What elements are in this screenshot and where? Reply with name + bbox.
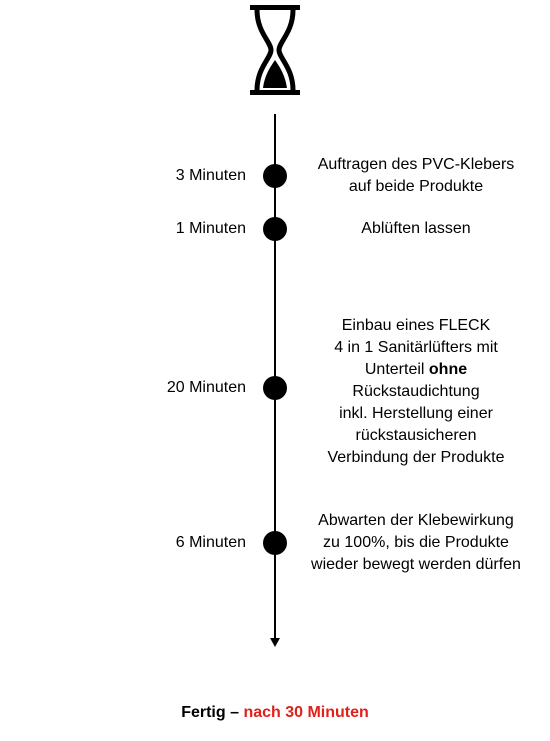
step-description-line: Verbindung der Produkte [327, 449, 505, 466]
step-description: Auftragen des PVC-Klebers auf beide Prod… [295, 154, 537, 198]
step-description: Abwarten der Klebewirkung zu 100%, bis d… [295, 510, 537, 576]
step-description-line: Auftragen des PVC-Klebers [317, 156, 515, 173]
footer-total-time: nach 30 Minuten [243, 704, 369, 721]
step-description-line: inkl. Herstellung einer [339, 405, 493, 422]
step-duration: 6 Minuten [175, 534, 246, 551]
step-description-line: Abwarten der Klebewirkung [318, 512, 514, 529]
step-description-line: wieder bewegt werden dürfen [311, 556, 521, 573]
step-description-line: rückstausicheren [355, 427, 477, 444]
step-marker-dot [263, 531, 287, 555]
step-description-line: Unterteil ohne [295, 359, 537, 381]
step-description-line: Einbau eines FLECK [341, 317, 491, 334]
timeline-arrow-icon [270, 638, 280, 647]
step-description-emphasis: ohne [428, 361, 468, 378]
step-marker-dot [263, 164, 287, 188]
step-marker-dot [263, 376, 287, 400]
step-description-line: 4 in 1 Sanitärlüfters mit [334, 339, 498, 356]
step-description-text: Unterteil [364, 361, 429, 378]
step-marker-dot [263, 217, 287, 241]
step-duration: 1 Minuten [175, 220, 246, 237]
footer-summary: Fertig – nach 30 Minuten [0, 702, 550, 724]
step-description-line: zu 100%, bis die Produkte [323, 534, 509, 551]
hourglass-icon [250, 5, 300, 95]
step-description: Ablüften lassen [295, 218, 537, 240]
footer-prefix: Fertig – [181, 704, 244, 721]
step-duration: 3 Minuten [175, 167, 246, 184]
step-description-line: auf beide Produkte [348, 178, 484, 195]
step-description-line: Ablüften lassen [361, 220, 471, 237]
step-duration: 20 Minuten [166, 379, 246, 396]
step-description-line: Rückstaudichtung [352, 383, 480, 400]
step-description: Einbau eines FLECK 4 in 1 Sanitärlüfters… [295, 315, 537, 469]
